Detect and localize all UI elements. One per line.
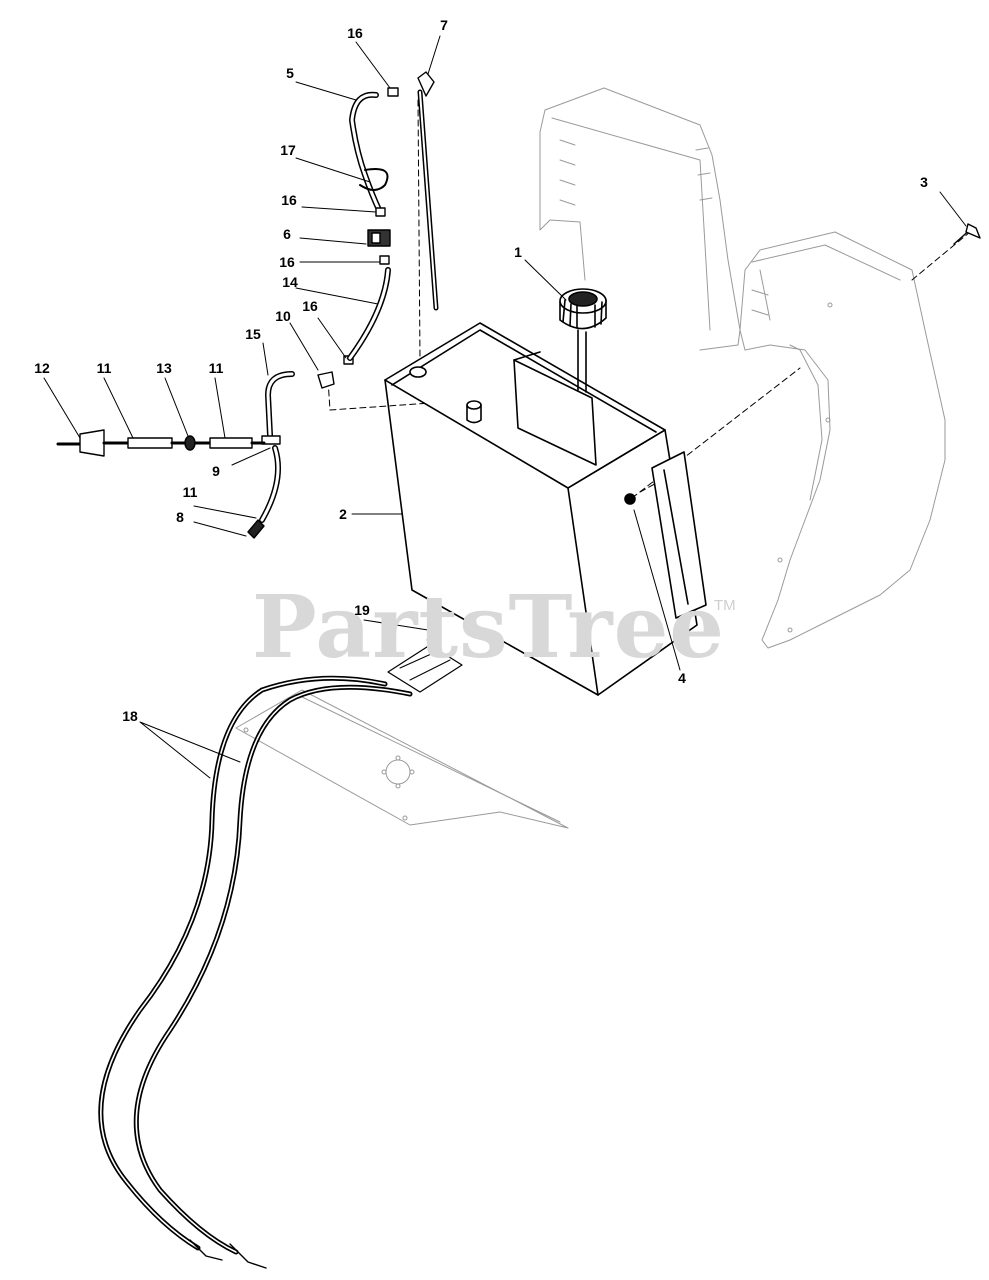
callout-14: 14 xyxy=(282,274,298,290)
callout-9: 9 xyxy=(212,463,220,479)
callout-16-d: 16 xyxy=(302,298,318,314)
wiring-harness xyxy=(98,628,463,1269)
callout-11-a: 11 xyxy=(96,360,112,376)
bolt xyxy=(953,223,981,245)
callout-11-c: 11 xyxy=(182,484,198,500)
callout-5: 5 xyxy=(286,65,294,81)
callout-10: 10 xyxy=(275,308,291,324)
callout-11-b: 11 xyxy=(208,360,224,376)
fuel-hoses xyxy=(56,71,439,539)
callout-2: 2 xyxy=(339,506,347,522)
callout-18: 18 xyxy=(122,708,138,724)
trademark-mark: TM xyxy=(714,597,736,614)
callout-17: 17 xyxy=(280,142,296,158)
frame-panels xyxy=(235,87,946,829)
callout-6: 6 xyxy=(283,226,291,242)
leader-lines xyxy=(43,35,967,779)
callout-15: 15 xyxy=(245,326,261,342)
callout-19: 19 xyxy=(354,602,370,618)
callout-12: 12 xyxy=(34,360,50,376)
callout-16-b: 16 xyxy=(281,192,297,208)
callout-3: 3 xyxy=(920,174,928,190)
fuel-cap xyxy=(559,288,607,393)
callout-16-c: 16 xyxy=(279,254,295,270)
callout-8: 8 xyxy=(176,509,184,525)
partstree-watermark: PartsTree xyxy=(252,577,726,678)
fuel-tank xyxy=(384,322,707,696)
callout-13: 13 xyxy=(156,360,172,376)
callout-7: 7 xyxy=(440,17,448,33)
callout-16-a: 16 xyxy=(347,25,363,41)
callout-1: 1 xyxy=(514,244,522,260)
callout-4: 4 xyxy=(678,670,686,686)
